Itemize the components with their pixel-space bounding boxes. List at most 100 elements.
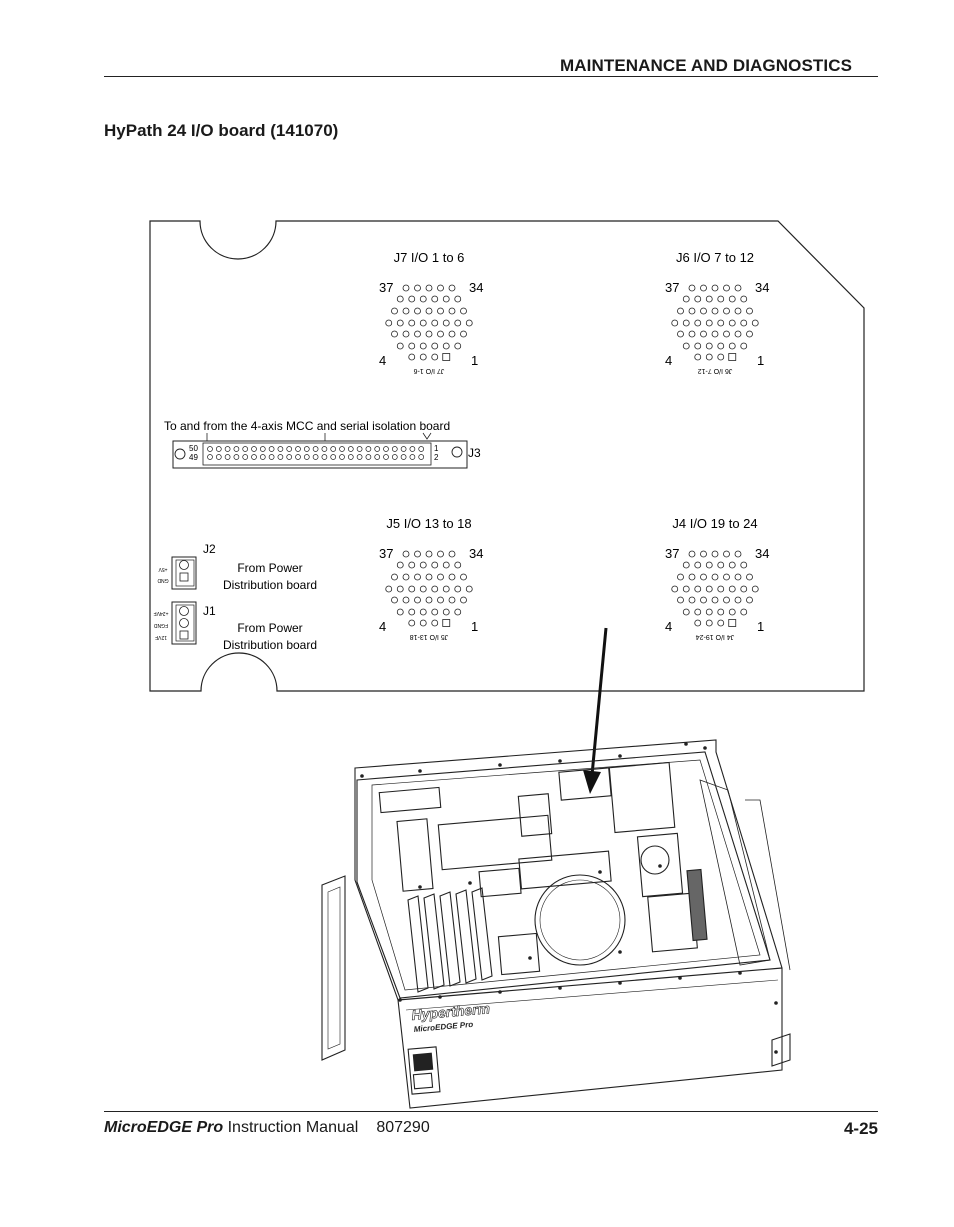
connector-pin [419,608,427,616]
screw [558,759,562,763]
connector-pin [414,330,421,338]
connector-pin [431,608,439,616]
connector-pin [705,619,713,627]
j2-label: J2 [203,542,216,556]
j1-label: J1 [203,604,216,618]
j3-pin [356,446,363,452]
pin-label-4: 4 [379,353,386,368]
connector-pin [448,284,456,292]
connector-pin [717,608,725,616]
pin-1-square [442,619,451,627]
connector-pin [746,596,753,604]
j3-pin-2: 2 [434,453,439,462]
screw [418,769,422,773]
connector-pin [454,319,462,327]
screw [703,746,707,750]
pin-label-4: 4 [379,619,386,634]
screw [498,990,502,994]
connector-pin [437,596,444,604]
connector-pin [402,330,410,338]
connector-pin [694,585,702,593]
connector-pin [419,353,427,361]
connector-pin [431,319,439,327]
screw [418,885,422,889]
j3-pin [400,446,407,452]
connector-pin [419,585,427,593]
connector-pin [402,284,410,292]
connector-pin [694,353,702,361]
footer-doc-number: 807290 [376,1119,430,1136]
connector-pin [711,284,719,292]
pin-label-1: 1 [471,353,478,368]
pointer-arrow [590,627,608,776]
connector-pin [454,608,462,616]
j3-pin [339,446,345,452]
j1-connector: +24VF FGND 12VF [154,601,197,645]
pin-label-37: 37 [665,546,679,561]
connector-pin [682,319,690,327]
connector-pin [705,342,713,350]
screw [360,774,364,778]
j1-silk-fgnd: FGND [154,622,169,628]
j3-pin [233,454,240,460]
j3-pin [365,446,372,452]
connector-pin [734,284,742,292]
connector-pin [419,319,427,327]
connector-pin [396,585,404,593]
pin-1-square [442,353,451,361]
connector-pin [740,561,748,569]
j3-pin-49: 49 [189,453,198,462]
j3-pin [207,454,213,460]
connector-pin [419,295,427,303]
connector-title: J7 I/O 1 to 6 [394,250,465,265]
j3-pin [400,454,407,460]
connector-pin [711,573,719,581]
connector-pin [740,608,748,616]
connector-pin [677,573,684,581]
j3-pin [312,446,319,452]
connector-pin [414,307,421,315]
connector-pin [391,573,398,581]
connector-pin [711,550,719,558]
connector-pin [746,307,753,315]
connector-pin [408,353,416,361]
screw [558,986,562,990]
j2-silk-5v: +5V [158,566,168,572]
j3-pin-50: 50 [189,444,198,453]
connector-pin [391,307,398,315]
connector-pin [454,561,462,569]
connector-pin [408,319,416,327]
j3-pin [347,454,354,460]
pointer-arrowhead [583,770,601,794]
j3-pin [347,446,354,452]
connector-pin [688,330,696,338]
connector-pin [705,585,713,593]
screw [684,742,688,746]
connector-pin [396,342,404,350]
connector-pin [717,585,725,593]
j3-pin [303,446,310,452]
connector-pin [740,319,748,327]
pin-label-37: 37 [379,546,393,561]
j3-pin [224,446,231,452]
connector-pin [728,342,736,350]
connector-title: J6 I/O 7 to 12 [676,250,754,265]
connector-pin [437,284,444,292]
connector-pin [442,295,450,303]
j3-pin [233,446,240,452]
connector-pin [448,573,456,581]
header-title: MAINTENANCE AND DIAGNOSTICS [560,56,853,75]
j3-pin [418,454,425,460]
connector-pin [408,342,416,350]
connector-pin [425,550,433,558]
connector-pin [728,561,736,569]
j3-pin [365,454,372,460]
connector-pin [688,573,696,581]
connector-pin [705,608,713,616]
pin-label-37: 37 [665,280,679,295]
connector-pin [448,596,456,604]
pin-1-square [728,619,737,627]
j3-pin [312,454,319,460]
connector-pin [396,561,404,569]
